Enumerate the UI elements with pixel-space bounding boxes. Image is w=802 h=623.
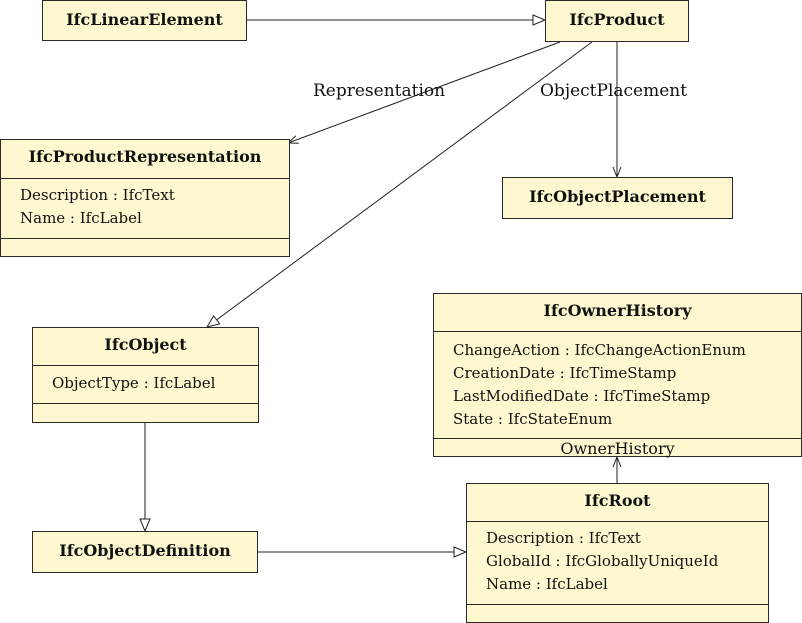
attribute-object-type: ObjectType : IfcLabel	[52, 374, 216, 392]
attribute-compartment: Description : IfcText Name : IfcLabel	[1, 179, 289, 239]
class-name: IfcObject	[104, 335, 187, 354]
attribute-last-modified-date: LastModifiedDate : IfcTimeStamp	[453, 387, 711, 405]
attribute-name: Name : IfcLabel	[20, 209, 142, 227]
class-name: IfcLinearElement	[66, 10, 223, 29]
attribute-compartment: ObjectType : IfcLabel	[33, 366, 258, 404]
class-ifc-object-placement[interactable]: IfcObjectPlacement	[502, 177, 733, 219]
class-ifc-object[interactable]: IfcObject ObjectType : IfcLabel	[32, 327, 259, 423]
attribute-global-id: GlobalId : IfcGloballyUniqueId	[486, 552, 719, 570]
class-ifc-product[interactable]: IfcProduct	[545, 0, 689, 42]
association-label-object-placement: ObjectPlacement	[540, 81, 688, 101]
class-name: IfcRoot	[584, 491, 651, 510]
generalization-product-to-object	[207, 41, 593, 327]
attribute-description: Description : IfcText	[20, 186, 175, 204]
attribute-description: Description : IfcText	[486, 529, 641, 547]
attribute-name: Name : IfcLabel	[486, 575, 608, 593]
class-ifc-root[interactable]: IfcRoot Description : IfcText GlobalId :…	[466, 483, 769, 623]
class-name: IfcProduct	[569, 10, 665, 29]
class-ifc-owner-history[interactable]: IfcOwnerHistory ChangeAction : IfcChange…	[433, 293, 802, 458]
association-label-representation: Representation	[313, 81, 446, 101]
owner-history-section-label: OwnerHistory	[560, 439, 675, 458]
attribute-compartment: Description : IfcText GlobalId : IfcGlob…	[467, 522, 768, 605]
attribute-compartment: ChangeAction : IfcChangeActionEnum Creat…	[434, 332, 801, 439]
attribute-change-action: ChangeAction : IfcChangeActionEnum	[453, 341, 746, 359]
class-header: IfcProductRepresentation	[1, 140, 289, 179]
association-representation-edge	[288, 41, 561, 143]
class-name: IfcProductRepresentation	[28, 147, 262, 166]
class-name: IfcObjectDefinition	[59, 541, 231, 560]
class-ifc-linear-element[interactable]: IfcLinearElement	[42, 0, 247, 41]
class-header: IfcOwnerHistory	[434, 294, 801, 332]
class-header: IfcRoot	[467, 484, 768, 522]
attribute-creation-date: CreationDate : IfcTimeStamp	[453, 364, 677, 382]
class-ifc-product-representation[interactable]: IfcProductRepresentation Description : I…	[0, 139, 290, 257]
class-ifc-object-definition[interactable]: IfcObjectDefinition	[32, 531, 258, 573]
class-name: IfcOwnerHistory	[543, 301, 692, 320]
class-name: IfcObjectPlacement	[529, 187, 706, 206]
attribute-state: State : IfcStateEnum	[453, 410, 613, 428]
class-header: IfcObject	[33, 328, 258, 366]
